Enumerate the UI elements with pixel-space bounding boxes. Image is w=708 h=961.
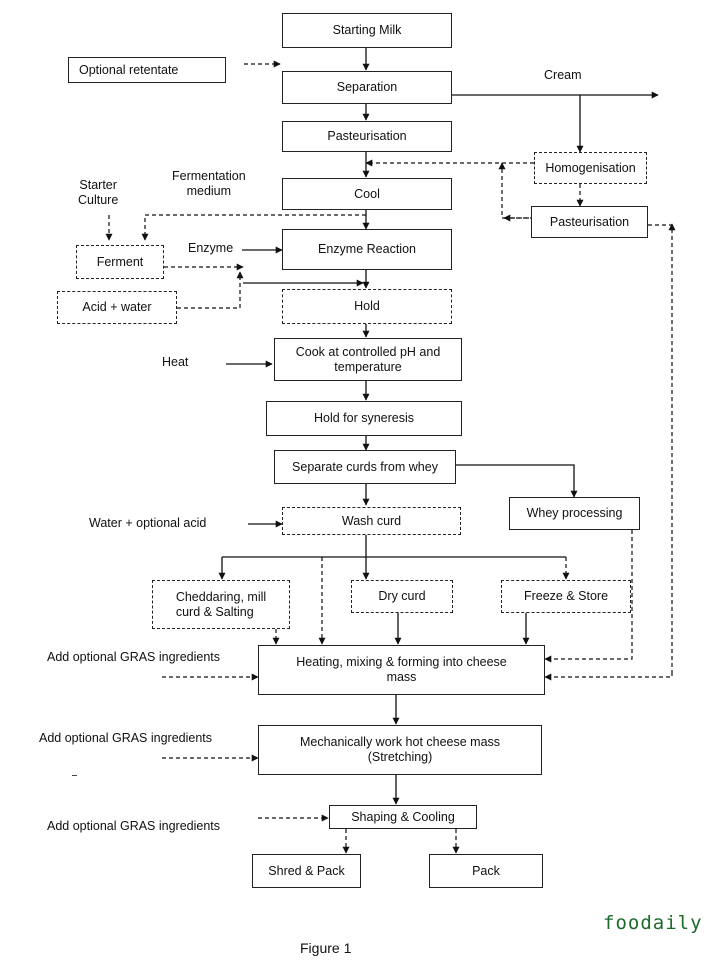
box-enzyme-reaction-text: Enzyme Reaction (318, 242, 416, 256)
label-starter-culture: Starter Culture (78, 178, 119, 207)
box-shred-pack: Shred & Pack (252, 854, 361, 888)
box-acid-water-text: Acid + water (82, 300, 152, 314)
box-dry-curd-text: Dry curd (378, 589, 426, 603)
box-freeze-store: Freeze & Store (501, 580, 631, 613)
box-separate-curds: Separate curds from whey (274, 450, 456, 484)
box-cook-text: Cook at controlled pH and temperature (295, 344, 441, 374)
arrow-whey-heating (544, 530, 633, 663)
box-pasteurisation: Pasteurisation (282, 121, 452, 152)
box-hold-syneresis-text: Hold for syneresis (313, 411, 415, 425)
scan-speck (72, 775, 77, 777)
label-cream: Cream (544, 68, 582, 82)
box-cream-pasteurisation: Pasteurisation (531, 206, 648, 238)
box-whey-processing: Whey processing (509, 497, 640, 530)
label-heat: Heat (162, 355, 189, 369)
box-homogenisation: Homogenisation (534, 152, 647, 184)
box-heating-mixing: Heating, mixing & forming into cheese ma… (258, 645, 545, 695)
box-cheddaring: Cheddaring, mill curd & Salting (152, 580, 290, 629)
box-cool-text: Cool (354, 186, 380, 201)
label-enzyme: Enzyme (188, 241, 234, 255)
box-hold: Hold (282, 289, 452, 324)
box-acid-water: Acid + water (57, 291, 177, 324)
arrow-fermentation-medium (141, 214, 366, 241)
box-optional-retentate: Optional retentate (68, 57, 226, 83)
label-gras-2: Add optional GRAS ingredients (39, 731, 213, 745)
box-enzyme-reaction: Enzyme Reaction (282, 229, 452, 270)
watermark-logo: foodaily (603, 912, 703, 934)
box-pack-text: Pack (472, 863, 500, 878)
arrow-pasteur-back (498, 162, 534, 219)
box-cool: Cool (282, 178, 452, 210)
box-cream-pasteurisation-text: Pasteurisation (549, 214, 630, 229)
box-heating-mixing-text: Heating, mixing & forming into cheese ma… (296, 655, 507, 684)
figure-caption: Figure 1 (300, 940, 352, 956)
box-hold-text: Hold (354, 299, 380, 313)
box-freeze-store-text: Freeze & Store (523, 589, 609, 603)
box-separation-text: Separation (336, 80, 398, 94)
box-separation: Separation (282, 71, 452, 104)
box-ferment-text: Ferment (96, 254, 144, 269)
box-wash-curd-text: Wash curd (341, 513, 402, 528)
box-wash-curd: Wash curd (282, 507, 461, 535)
box-mechanically-work: Mechanically work hot cheese mass (Stret… (258, 725, 542, 775)
box-ferment: Ferment (76, 245, 164, 279)
box-dry-curd: Dry curd (351, 580, 453, 613)
box-shaping-cooling-text: Shaping & Cooling (351, 809, 455, 824)
arrow-pasteur-right (648, 224, 673, 672)
arrow-pasteur-heating (544, 672, 673, 681)
box-homogenisation-text: Homogenisation (545, 160, 636, 175)
box-shaping-cooling: Shaping & Cooling (329, 805, 477, 829)
box-cook: Cook at controlled pH and temperature (274, 338, 462, 381)
box-pasteurisation-text: Pasteurisation (327, 129, 407, 143)
label-gras-3: Add optional GRAS ingredients (47, 819, 221, 833)
box-starting-milk-text: Starting Milk (332, 23, 402, 37)
label-fermentation-medium: Fermentation medium (172, 169, 246, 198)
box-pack: Pack (429, 854, 543, 888)
box-shred-pack-text: Shred & Pack (268, 863, 345, 878)
arrow-separate-whey (456, 464, 578, 498)
label-gras-1: Add optional GRAS ingredients (47, 650, 221, 664)
box-cheddaring-text: Cheddaring, mill curd & Salting (175, 589, 267, 619)
label-water-acid: Water + optional acid (89, 516, 207, 530)
box-separate-curds-text: Separate curds from whey (292, 459, 438, 474)
arrow-acid-junction (177, 271, 244, 309)
box-hold-syneresis: Hold for syneresis (266, 401, 462, 436)
box-whey-processing-text: Whey processing (526, 506, 623, 520)
box-starting-milk: Starting Milk (282, 13, 452, 48)
box-mechanically-work-text: Mechanically work hot cheese mass (Stret… (299, 735, 501, 764)
box-optional-retentate-text: Optional retentate (79, 62, 179, 77)
